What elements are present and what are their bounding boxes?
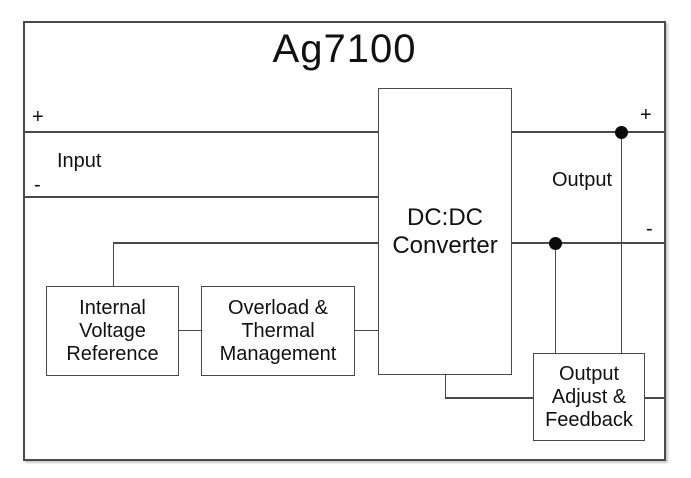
output-plus-label: + (640, 104, 652, 126)
wire-output-minus (511, 242, 665, 244)
wire-dcdc-to-oaf (444, 397, 534, 399)
input-minus-label: - (34, 174, 41, 196)
block-ivr-label: Internal (79, 296, 146, 319)
wire-output-plus (511, 131, 665, 133)
wire-input-plus (24, 131, 379, 133)
input-label: Input (57, 150, 102, 172)
block-ivr-label: Reference (66, 342, 159, 365)
block-otm-label: Management (219, 342, 337, 365)
block-otm-label: Overload & (227, 296, 329, 319)
wire-feedback-minus-vertical (554, 242, 556, 354)
block-oaf-label: Output (558, 362, 620, 385)
output-label: Output (552, 169, 613, 191)
block-output-adjust-feedback: Output Adjust & Feedback (533, 353, 645, 441)
block-ivr-label: Voltage (79, 319, 146, 342)
wire-ivr-to-otm (178, 329, 202, 331)
wire-feedback-plus-vertical (620, 131, 622, 354)
wire-input-minus (24, 196, 379, 198)
block-dcdc-converter: DC:DC Converter (378, 88, 512, 375)
block-oaf-label: Adjust & (551, 385, 627, 408)
block-dcdc-converter-label: Converter (392, 231, 498, 259)
block-internal-voltage-reference: Internal Voltage Reference (46, 286, 179, 376)
block-oaf-label: Feedback (545, 408, 633, 431)
wire-otm-to-dcdc (354, 329, 379, 331)
module-title: Ag7100 (272, 27, 417, 71)
output-minus-label: - (646, 218, 653, 240)
junction-dot-output-minus (549, 237, 562, 250)
input-plus-label: + (32, 106, 44, 128)
wire-oaf-to-frame (644, 397, 665, 399)
wire-dcdc-bottom-vertical (444, 374, 446, 398)
block-overload-thermal-management: Overload & Thermal Management (201, 286, 355, 376)
junction-dot-output-plus (615, 126, 628, 139)
wire-reference-vertical (112, 242, 114, 287)
block-otm-label: Thermal (241, 319, 315, 342)
wire-reference-horizontal (113, 242, 379, 244)
block-dcdc-converter-label: DC:DC (407, 203, 483, 231)
